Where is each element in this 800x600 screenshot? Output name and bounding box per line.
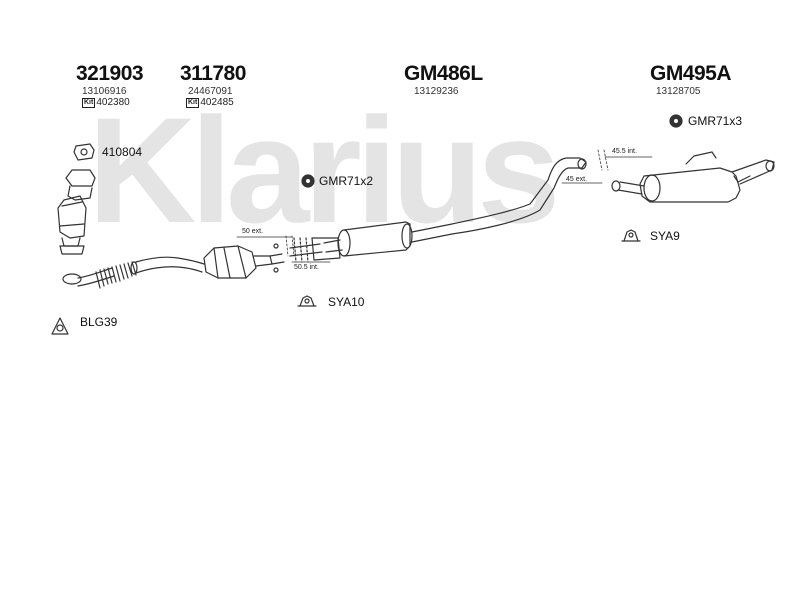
oem-number: 13106916 [82,86,127,97]
second-catalyst-drawing [203,243,285,279]
section-gm486l: GM486L 13129236 [404,62,483,97]
part-number: GM486L [404,62,483,85]
brand-watermark: Klarius [88,86,561,254]
centre-silencer-drawing [323,157,587,257]
flange-gasket-icon [51,317,69,335]
accessory-gmr71x2-label: GMR71x2 [319,174,374,188]
oem-number: 24467091 [188,86,233,97]
flex-pipe-drawing [62,256,205,289]
clamp-icon [297,229,641,307]
front-catalyst-drawing [57,169,96,255]
dimension-50-ext: 50 ext. [242,228,264,235]
accessory-sya10-label: SYA10 [328,295,365,309]
section-gm495a: GM495A 13128705 [650,62,732,97]
accessory-blg39-label: BLG39 [80,315,118,329]
front-pipe-connection-drawing [289,237,341,263]
accessory-gmr71x3-label: GMR71x3 [688,114,743,128]
dimension-45-5-int: 45.5 int. [612,148,637,155]
accessory-410804-label: 410804 [102,145,143,159]
section-311780: 311780 24467091 Kit 402485 [180,62,246,108]
part-number: 321903 [76,62,144,85]
accessory-sya9-label: SYA9 [650,229,680,243]
part-number: 311780 [180,62,246,85]
part-number: GM495A [650,62,732,85]
kit-icon: Kit [186,97,200,108]
kit-number: 402380 [96,97,130,108]
section-321903: 321903 13106916 Kit 402380 [76,62,144,108]
kit-number: 402485 [200,97,234,108]
kit-line: Kit 402380 [82,97,143,108]
dimension-50-5-int: 50.5 int. [294,264,319,271]
dimension-markers [236,149,653,263]
rubber-mount-icon [301,114,683,188]
dimension-45-ext: 45 ext. [566,176,588,183]
oem-number: 13128705 [656,86,701,97]
kit-icon: Kit [82,97,96,108]
oem-number: 13129236 [414,86,459,97]
rear-silencer-drawing [611,151,775,203]
gasket-icon [73,143,95,161]
kit-line: Kit 402485 [186,97,246,108]
